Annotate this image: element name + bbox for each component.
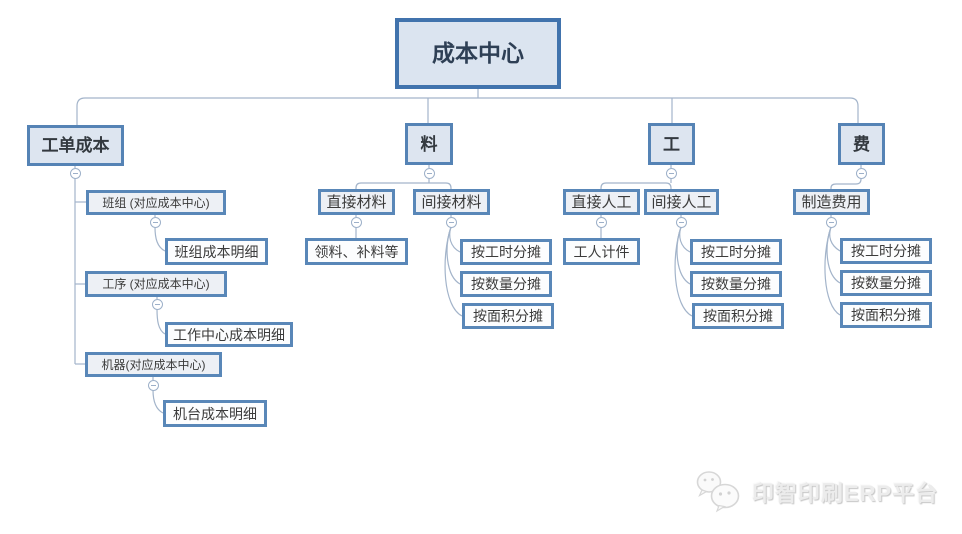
node-cost-center[interactable]: 成本中心 [395,18,561,89]
node-il-allocate-by-quantity[interactable]: 按数量分摊 [690,271,782,297]
collapse-toggle-direct-material[interactable] [350,216,362,228]
minus-icon [678,221,684,223]
wechat-logo-icon [696,471,740,513]
minus-icon [598,221,604,223]
node-il-allocate-by-area[interactable]: 按面积分摊 [692,303,784,329]
node-piecework[interactable]: 工人计件 [563,238,640,265]
watermark: 印智印刷ERP平台 [694,466,954,518]
minus-icon [668,172,674,174]
collapse-toggle-machine[interactable] [147,379,159,391]
node-team-cost-detail[interactable]: 班组成本明细 [165,238,268,265]
minus-icon [150,384,156,386]
minus-icon [353,221,359,223]
collapse-toggle-overhead[interactable] [825,216,837,228]
node-manufacturing-overhead[interactable]: 制造费用 [793,189,870,215]
node-material[interactable]: 料 [405,123,453,165]
node-workcenter-cost-detail[interactable]: 工作中心成本明细 [165,322,293,347]
node-process[interactable]: 工序 (对应成本中心) [85,271,227,297]
collapse-toggle-indirect-material[interactable] [445,216,457,228]
collapse-toggle-indirect-labor[interactable] [675,216,687,228]
collapse-toggle-process[interactable] [151,298,163,310]
collapse-toggle-material[interactable] [423,167,435,179]
node-labor[interactable]: 工 [648,123,695,165]
collapse-toggle-team[interactable] [149,216,161,228]
minus-icon [154,303,160,305]
node-oh-allocate-by-quantity[interactable]: 按数量分摊 [840,270,932,296]
node-machine[interactable]: 机器(对应成本中心) [85,352,222,377]
node-im-allocate-by-quantity[interactable]: 按数量分摊 [460,271,552,297]
node-team[interactable]: 班组 (对应成本中心) [86,190,226,215]
node-oh-allocate-by-area[interactable]: 按面积分摊 [840,302,932,328]
minus-icon [858,172,864,174]
collapse-toggle-direct-labor[interactable] [595,216,607,228]
minus-icon [426,172,432,174]
minus-icon [152,221,158,223]
collapse-toggle-expense[interactable] [855,167,867,179]
node-workorder-cost[interactable]: 工单成本 [27,125,124,166]
minus-icon [72,172,78,174]
node-indirect-labor[interactable]: 间接人工 [644,189,719,215]
collapse-toggle-labor[interactable] [665,167,677,179]
collapse-toggle-workorder[interactable] [69,167,81,179]
node-direct-labor[interactable]: 直接人工 [563,189,640,215]
minus-icon [828,221,834,223]
node-il-allocate-by-hours[interactable]: 按工时分摊 [690,239,782,265]
node-indirect-material[interactable]: 间接材料 [413,189,490,215]
node-material-requisition[interactable]: 领料、补料等 [305,238,408,265]
node-machine-cost-detail[interactable]: 机台成本明细 [163,400,267,427]
node-oh-allocate-by-hours[interactable]: 按工时分摊 [840,238,932,264]
minus-icon [448,221,454,223]
node-im-allocate-by-hours[interactable]: 按工时分摊 [460,239,552,265]
node-im-allocate-by-area[interactable]: 按面积分摊 [462,303,554,329]
node-expense[interactable]: 费 [838,123,885,165]
watermark-brand-text: 印智印刷ERP平台 [752,481,939,506]
node-direct-material[interactable]: 直接材料 [318,189,395,215]
